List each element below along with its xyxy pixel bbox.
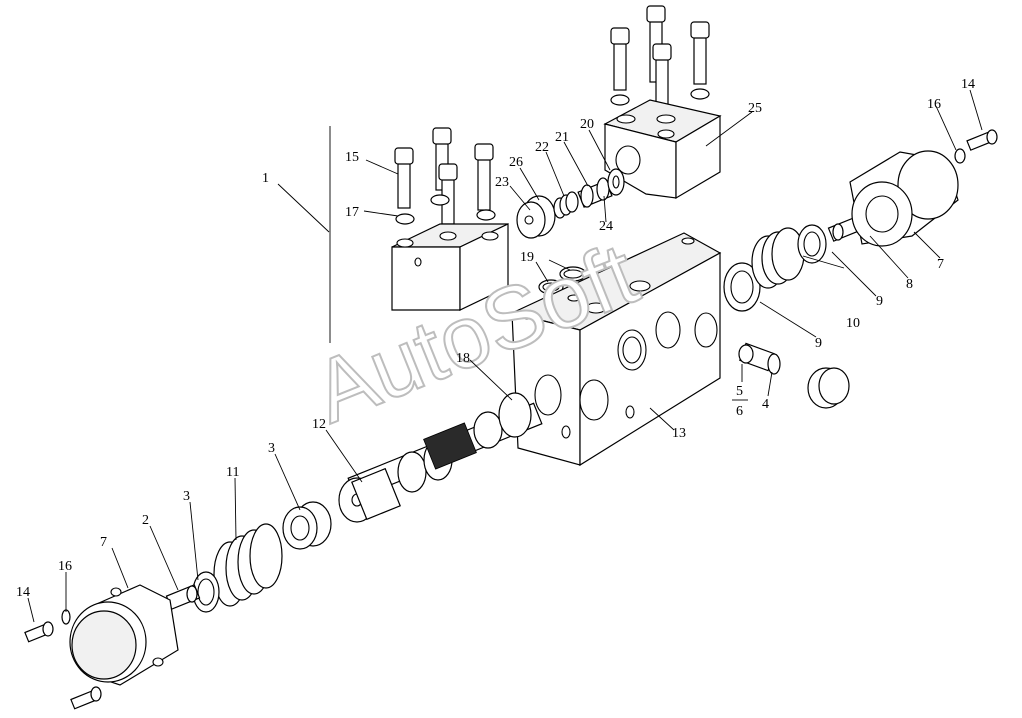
callout-26: 26 [509, 155, 523, 170]
leader-lines [27, 89, 983, 623]
callout-14-right: 14 [961, 77, 975, 92]
callout-4: 4 [762, 397, 769, 412]
callout-7-left: 7 [100, 535, 107, 550]
callout-24: 24 [599, 219, 613, 234]
callout-21: 21 [555, 130, 569, 145]
callout-9-lower: 9 [815, 336, 822, 351]
callout-14-left: 14 [16, 585, 30, 600]
plug-fitting [807, 367, 850, 409]
callout-22: 22 [535, 140, 549, 155]
left-cover-block [391, 223, 509, 311]
fitting-4 [738, 342, 781, 375]
callout-20: 20 [580, 117, 594, 132]
callout-7-right: 7 [937, 257, 944, 272]
right-cover-bolts [610, 5, 710, 107]
seat-20 [607, 168, 625, 196]
seal-ring-9-upper [797, 224, 827, 264]
callout-8: 8 [906, 277, 913, 292]
callout-16-right: 16 [927, 97, 941, 112]
end-cap-7-left [69, 584, 179, 686]
callout-16-left: 16 [58, 559, 72, 574]
callout-3-lower: 3 [183, 489, 190, 504]
piston-2 [165, 584, 201, 610]
left-cover-washers [395, 194, 496, 225]
callout-10: 10 [846, 316, 860, 331]
left-cover-bolts [394, 127, 494, 225]
plug-26 [516, 195, 556, 239]
callout-12: 12 [312, 417, 326, 432]
main-spool-12 [338, 392, 543, 523]
callout-2: 2 [142, 513, 149, 528]
callout-17: 17 [345, 205, 359, 220]
callout-1: 1 [262, 171, 269, 186]
callout-15: 15 [345, 150, 359, 165]
washer-16-left [61, 609, 71, 625]
callout-25: 25 [748, 101, 762, 116]
callout-6: 6 [736, 404, 743, 419]
callouts: 1 2 3 3 11 12 7 16 14 15 17 18 19 23 26 … [16, 77, 975, 600]
callout-9-upper: 9 [876, 294, 883, 309]
spring-11 [213, 523, 283, 607]
seal-ring-3-upper [282, 501, 332, 550]
o-rings-19 [538, 266, 587, 295]
screw-14-left [24, 621, 54, 643]
end-cap-7-right [849, 150, 959, 247]
spool-21 [577, 177, 613, 208]
valve-body [510, 232, 722, 467]
callout-18: 18 [456, 351, 470, 366]
seal-ring-9-lower [723, 262, 761, 312]
seal-ring-3-lower [192, 571, 220, 613]
callout-23: 23 [495, 175, 509, 190]
callout-5: 5 [736, 384, 743, 399]
callout-13: 13 [672, 426, 686, 441]
screw-lower [70, 686, 102, 710]
callout-19: 19 [520, 250, 534, 265]
spring-22 [553, 191, 579, 219]
callout-11: 11 [226, 465, 239, 480]
washer-16-right [954, 148, 966, 164]
callout-3-upper: 3 [268, 441, 275, 456]
spring-10 [751, 227, 805, 289]
screw-14-right [966, 129, 998, 151]
